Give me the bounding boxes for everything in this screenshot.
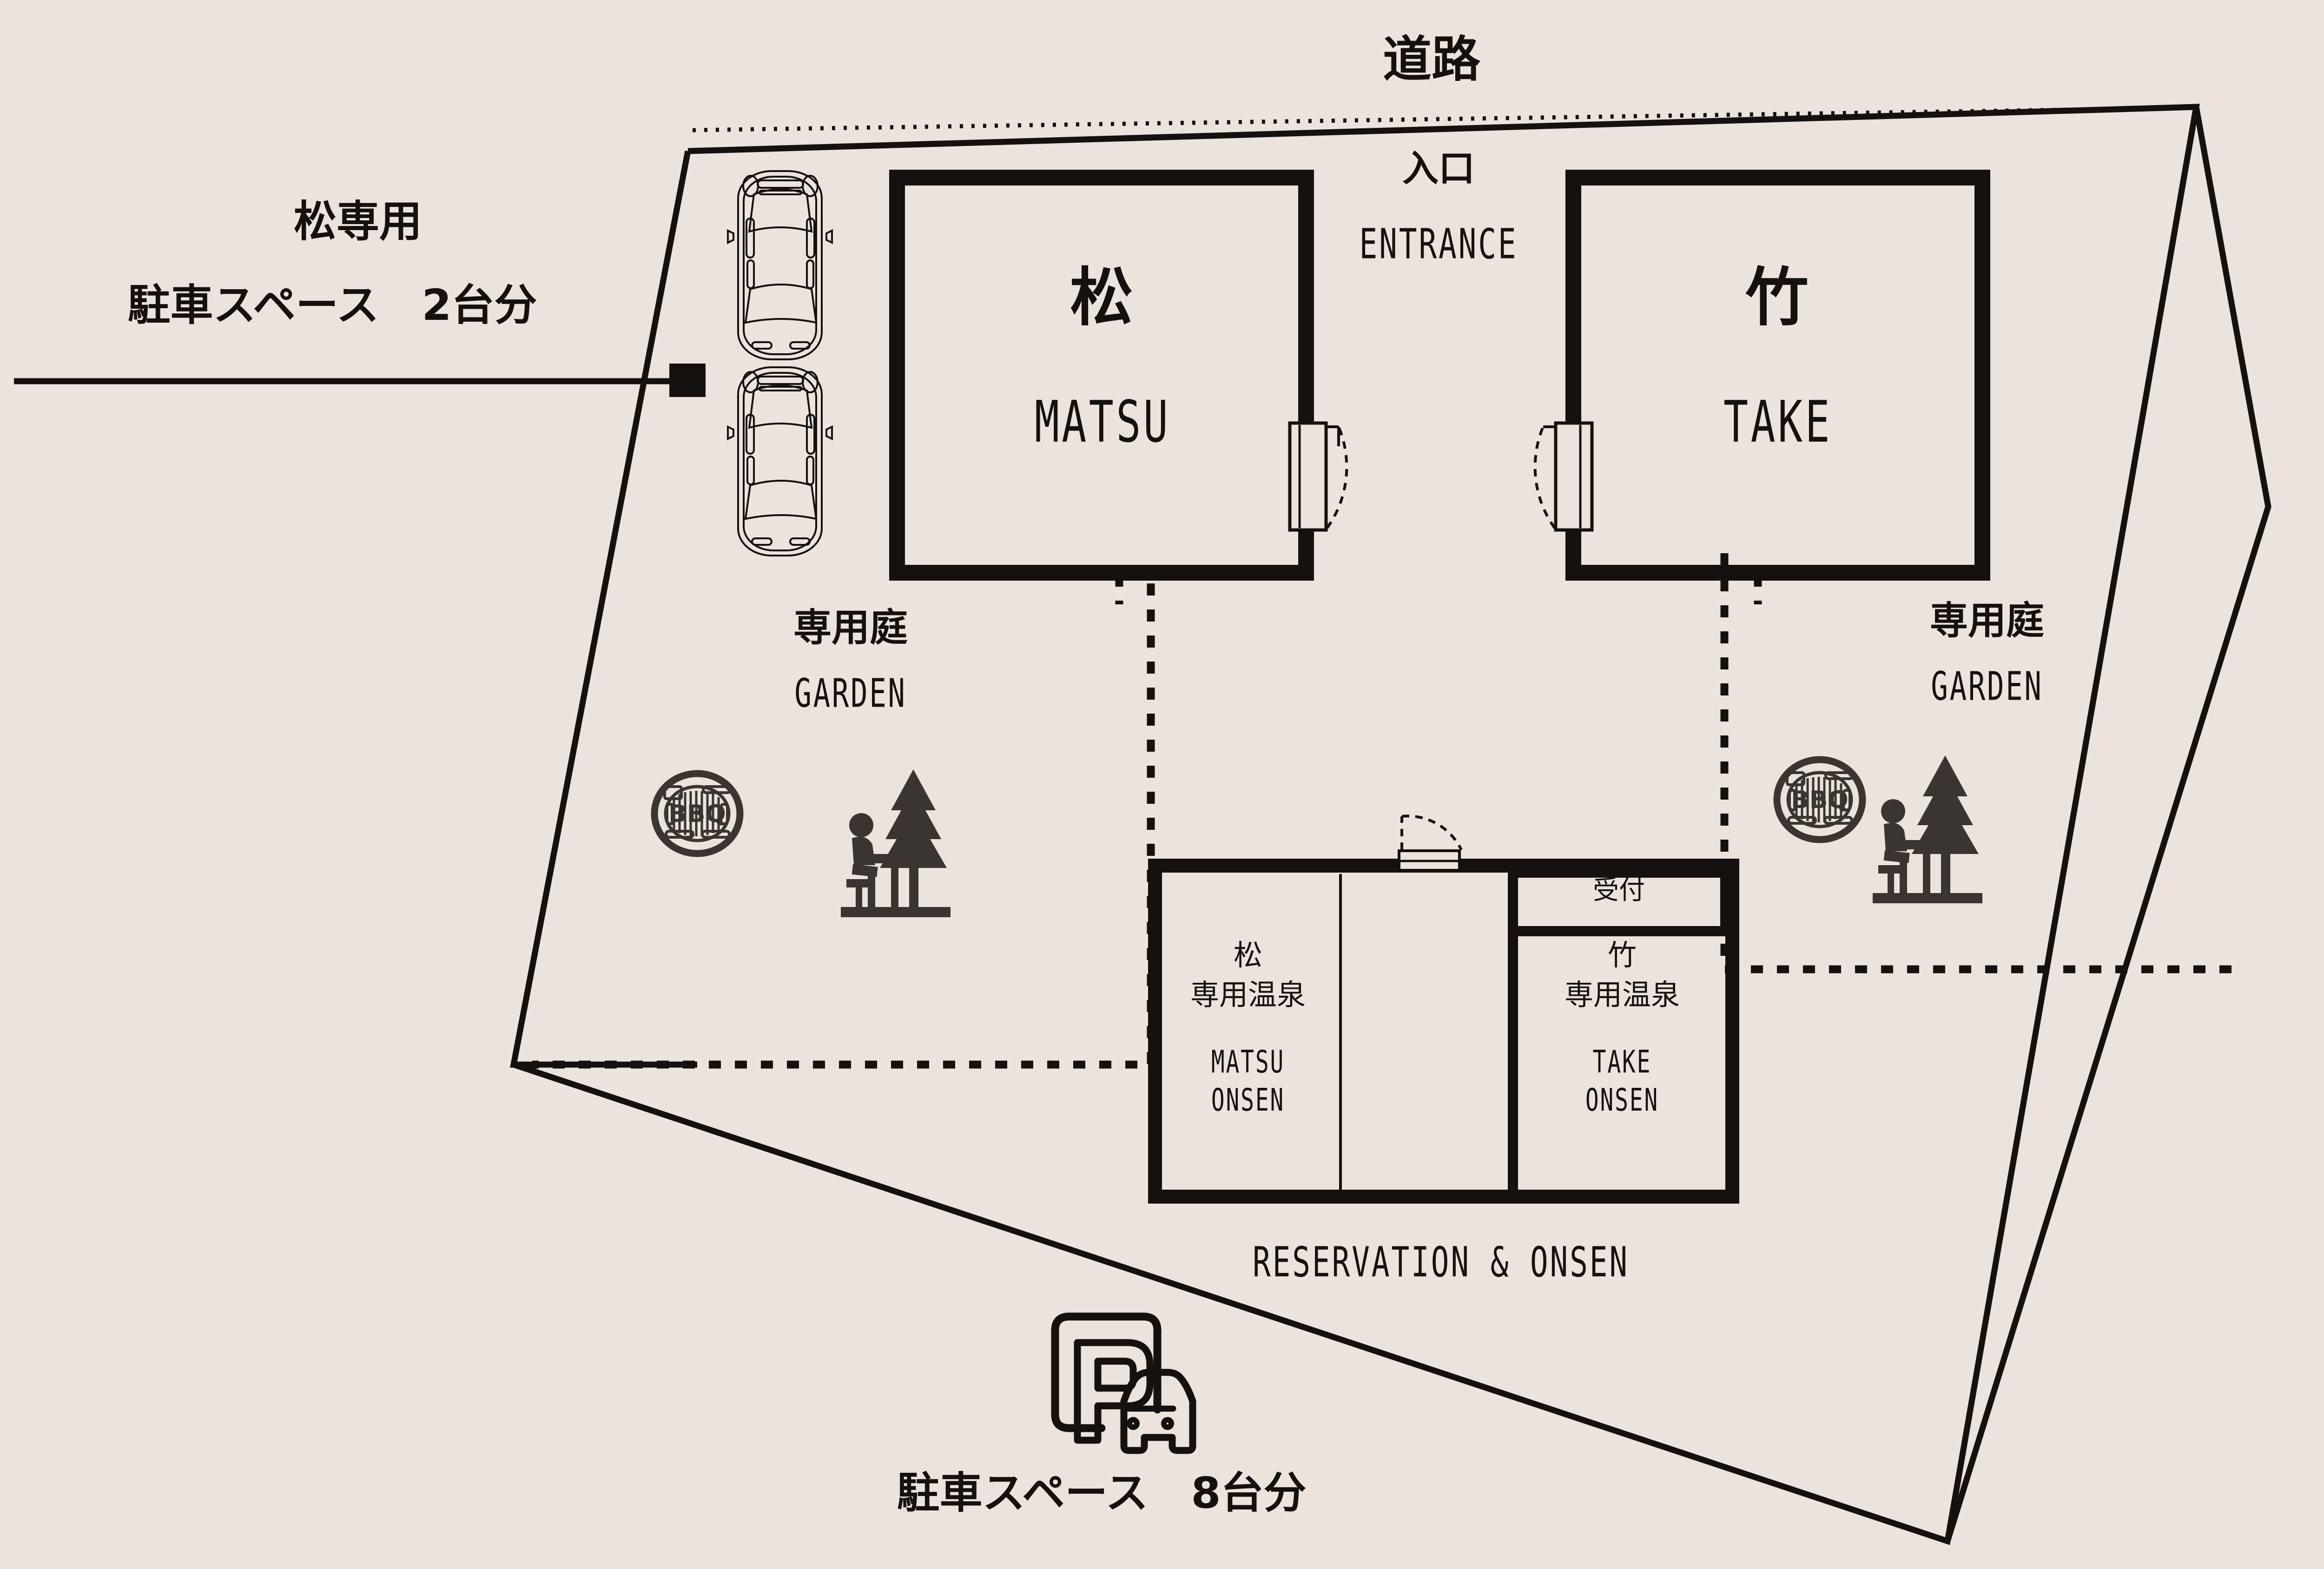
take-onsen-label-en-line1: TAKE [1592,1044,1652,1080]
bbq-icon: BBQ [1773,756,1866,843]
svg-text:BBQ: BBQ [668,800,726,828]
take-garden-label-jp: 専用庭 [1929,599,2045,643]
matsu-parking-access-line [14,364,706,397]
matsu-garden-dashed-boundary [532,583,1155,1069]
take-onsen-label-jp-line1: 竹 [1607,938,1637,972]
matsu-parking-label-line1: 松専用 [293,197,423,246]
matsu-onsen-label-jp-line2: 専用温泉 [1190,978,1306,1012]
building-matsu-label-jp: 松 [1070,261,1133,335]
building-take-label-en: TAKE [1723,389,1832,456]
entrance-label-jp: 入口 [1402,148,1475,190]
property-boundary [510,104,2271,1545]
gate-post-icon [669,364,706,397]
street-frontage-dotted-line [692,106,2197,132]
car-top-view-icon [727,170,833,360]
onsen-building-caption: RESERVATION & ONSEN [1252,1238,1630,1287]
take-door-swing-icon [1533,421,1594,532]
matsu-onsen-label-en-line2: ONSEN [1211,1082,1285,1119]
parking-sign-car-icon [1051,1312,1196,1454]
main-parking-label: 駐車スペース 8台分 [897,1468,1307,1518]
matsu-onsen-label-en-line1: MATSU [1211,1044,1285,1080]
take-onsen-label-en-line2: ONSEN [1585,1082,1659,1119]
picnic-tree-icon [1873,755,1982,903]
bbq-icon: BBQ [651,770,744,857]
building-matsu-label-en: MATSU [1034,389,1171,456]
reception-label: 受付 [1593,875,1645,906]
svg-text:BBQ: BBQ [1791,786,1848,814]
take-onsen-label-jp-line2: 専用温泉 [1564,978,1680,1012]
matsu-door-swing-icon [1288,421,1348,532]
take-garden-label-en: GARDEN [1931,663,2043,709]
onsen-door-swing-icon [1398,814,1463,872]
matsu-onsen-label-jp-line1: 松 [1233,938,1263,972]
matsu-parking-cars [727,170,833,556]
car-top-view-icon [727,366,833,556]
matsu-garden-label-jp: 専用庭 [793,606,908,650]
entrance-label-en: ENTRANCE [1359,219,1518,269]
matsu-garden-label-en: GARDEN [794,670,907,716]
picnic-tree-icon [841,769,951,917]
road-label-top: 道路 [1382,31,1481,88]
matsu-parking-label-line2: 駐車スペース 2台分 [127,280,537,330]
building-take-label-jp: 竹 [1745,261,1809,335]
